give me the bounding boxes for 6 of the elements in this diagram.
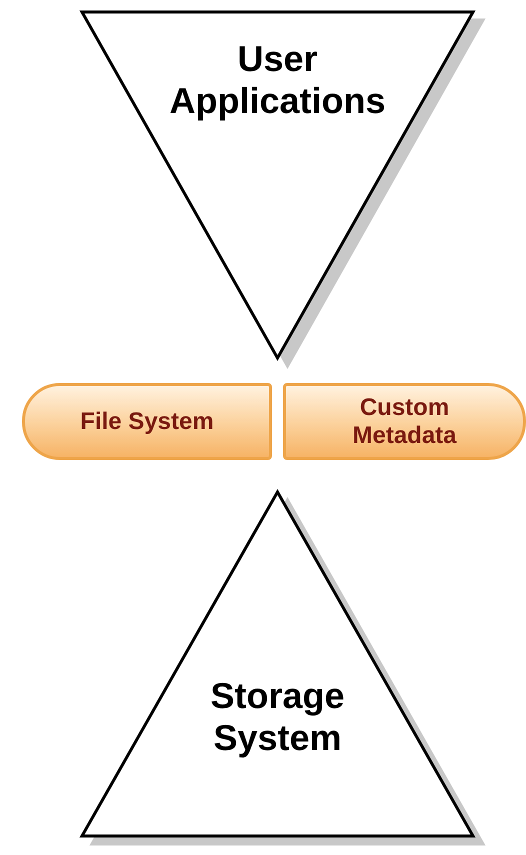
node-label: User Applications [168,38,387,122]
node-label: Custom Metadata [351,394,458,450]
node-label: File System [80,408,214,436]
pill-segment [283,383,526,460]
pill-segment [22,383,272,460]
node-label: Storage System [209,675,346,759]
